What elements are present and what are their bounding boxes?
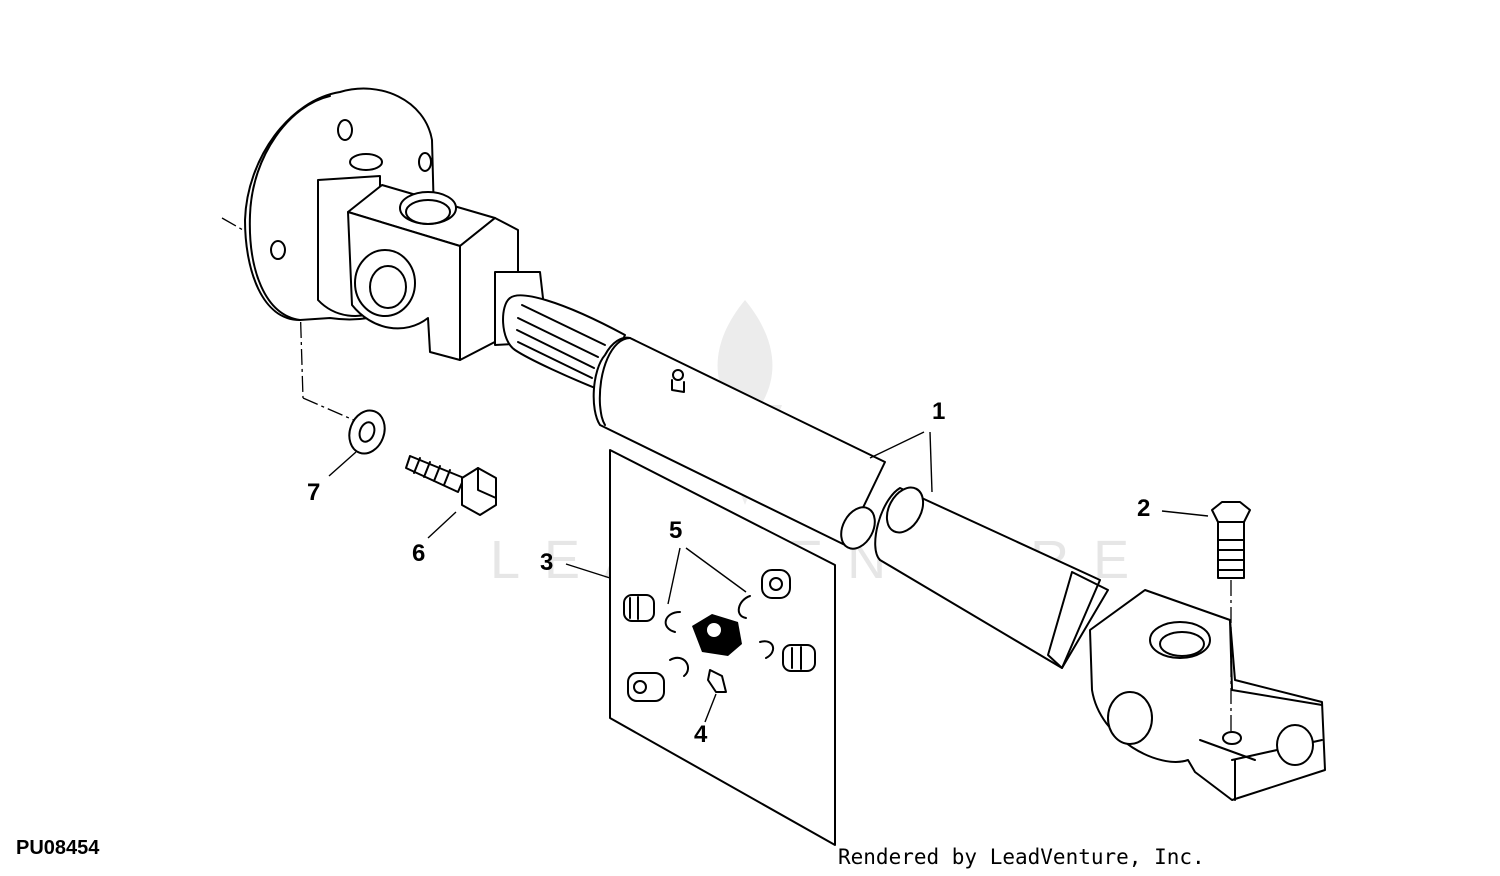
- yoke-bolt: [1211, 501, 1251, 735]
- bearing-cup: [623, 594, 655, 622]
- outer-tube: [592, 336, 886, 550]
- cap-screw: [405, 455, 497, 516]
- figure-id: PU08454: [16, 837, 100, 859]
- rear-yoke: [1089, 589, 1326, 801]
- callout-5: 5: [669, 517, 682, 544]
- lock-washer: [348, 409, 386, 455]
- callout-4: 4: [694, 721, 708, 748]
- leader-lines: [328, 431, 1209, 723]
- inner-tube: [874, 486, 1109, 669]
- bearing-cup: [627, 672, 665, 702]
- callout-3: 3: [540, 549, 553, 576]
- repair-kit: [609, 449, 836, 846]
- callout-6: 6: [412, 540, 425, 567]
- bearing-cup: [782, 644, 816, 672]
- snap-ring: [737, 595, 751, 619]
- snap-ring: [759, 640, 775, 659]
- grease-fitting: [707, 669, 727, 693]
- callout-7: 7: [307, 479, 320, 506]
- spline-shaft: [502, 294, 626, 391]
- snap-ring: [664, 611, 681, 633]
- callout-1: 1: [932, 398, 945, 425]
- callout-2: 2: [1137, 495, 1150, 522]
- bearing-cup: [761, 569, 791, 599]
- spider-cross: [692, 614, 742, 656]
- callouts: 1 2 3 4 5 6 7: [307, 398, 1150, 748]
- snap-ring: [669, 657, 689, 677]
- render-credit: Rendered by LeadVenture, Inc.: [838, 845, 1205, 869]
